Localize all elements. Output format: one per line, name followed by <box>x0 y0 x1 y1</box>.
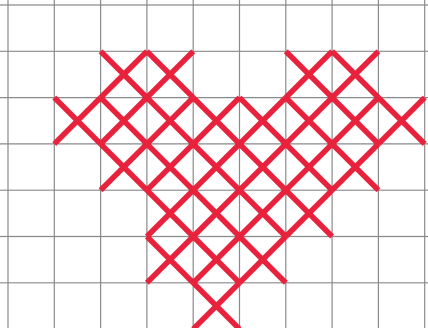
cross-stitch <box>240 190 286 236</box>
cross-stitch <box>147 98 193 144</box>
cross-stitch <box>193 98 239 144</box>
cross-stitch <box>378 98 424 144</box>
cross-stitch <box>240 144 286 190</box>
cross-stitch <box>240 237 286 283</box>
cross-stitch <box>101 144 147 190</box>
cross-stitch <box>240 98 286 144</box>
cross-stitch <box>147 51 193 97</box>
cross-stitch <box>332 98 378 144</box>
cross-stitch <box>193 283 239 328</box>
cross-stitch <box>286 98 332 144</box>
cross-stitch <box>332 51 378 97</box>
cross-stitch <box>147 144 193 190</box>
cross-stitch <box>193 144 239 190</box>
cross-stitch <box>286 190 332 236</box>
cross-stitch <box>286 51 332 97</box>
cross-stitch <box>147 237 193 283</box>
cross-stitch <box>147 190 193 236</box>
cross-stitch <box>193 190 239 236</box>
cross-stitch <box>101 98 147 144</box>
cross-stitch <box>286 144 332 190</box>
cross-stitch <box>332 144 378 190</box>
cross-stitch <box>54 98 100 144</box>
cross-stitch <box>101 51 147 97</box>
cross-stitch <box>193 237 239 283</box>
